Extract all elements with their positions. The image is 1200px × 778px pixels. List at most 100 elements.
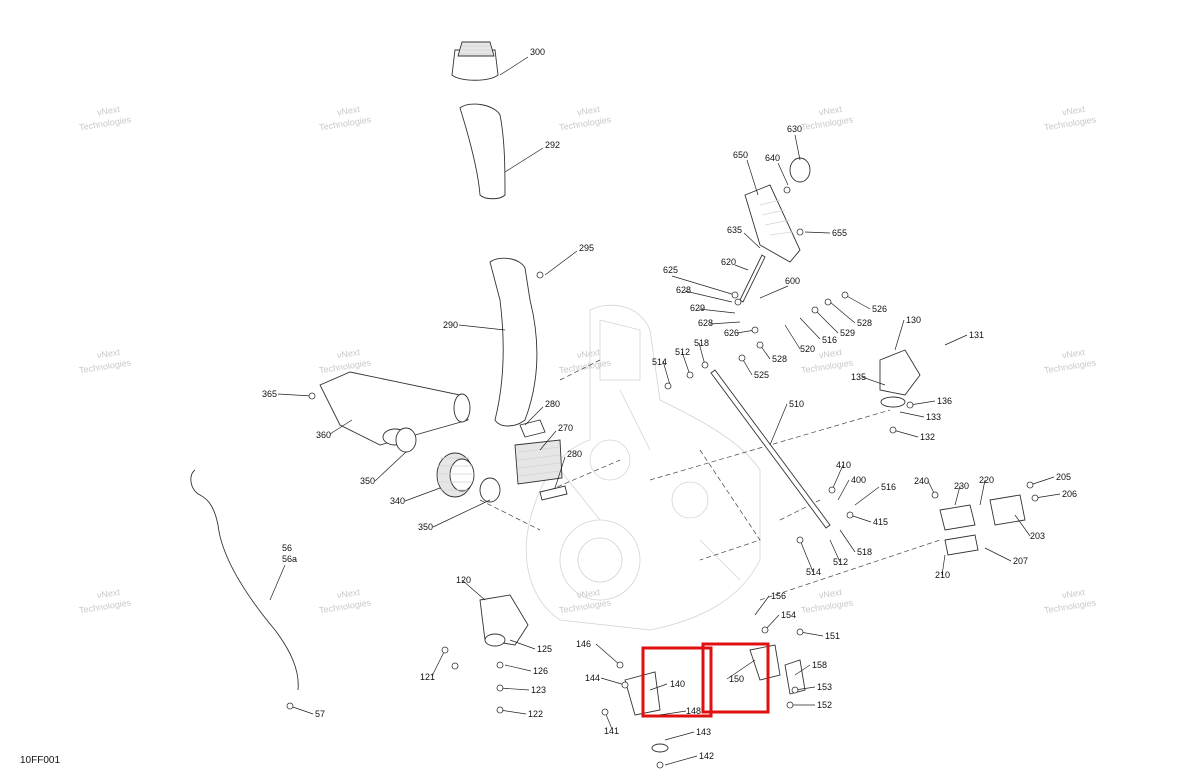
part-280-gasket xyxy=(519,419,546,438)
label-365: 365 xyxy=(262,389,277,399)
label-120: 120 xyxy=(456,575,471,585)
label-56a: 56a xyxy=(282,554,297,564)
part-510-rod xyxy=(710,369,831,529)
label-410: 410 xyxy=(836,460,851,470)
label-528: 528 xyxy=(857,318,872,328)
leader-lines xyxy=(269,56,1061,766)
svg-text:vNext: vNext xyxy=(576,587,601,601)
svg-text:vNext: vNext xyxy=(336,587,361,601)
svg-text:vNext: vNext xyxy=(96,347,121,361)
label-400: 400 xyxy=(851,475,866,485)
label-640: 640 xyxy=(765,153,780,163)
label-125: 125 xyxy=(537,644,552,654)
highlight-box-150 xyxy=(701,642,770,714)
label-518: 518 xyxy=(694,338,709,348)
svg-text:vNext: vNext xyxy=(818,347,843,361)
diagram-code: 10FF001 xyxy=(20,755,61,766)
svg-text:vNext: vNext xyxy=(1061,104,1086,118)
label-600: 600 xyxy=(785,276,800,286)
label-529: 529 xyxy=(840,328,855,338)
label-156: 156 xyxy=(771,591,786,601)
label-512: 512 xyxy=(833,557,848,567)
svg-text:Technologies: Technologies xyxy=(1043,114,1097,132)
label-151: 151 xyxy=(825,631,840,641)
label-629: 629 xyxy=(690,303,705,313)
label-140: 140 xyxy=(670,679,685,689)
part-130-bracket xyxy=(879,349,921,408)
label-210: 210 xyxy=(935,570,950,580)
svg-text:Technologies: Technologies xyxy=(318,597,372,615)
label-635: 635 xyxy=(727,225,742,235)
label-295: 295 xyxy=(579,243,594,253)
label-512: 512 xyxy=(675,347,690,357)
fastener-group xyxy=(286,186,1039,769)
svg-text:vNext: vNext xyxy=(818,104,843,118)
label-350: 350 xyxy=(360,476,375,486)
part-360-duct xyxy=(319,371,471,446)
label-270: 270 xyxy=(558,423,573,433)
label-207: 207 xyxy=(1013,556,1028,566)
svg-text:Technologies: Technologies xyxy=(800,597,854,615)
part-350-clamp xyxy=(395,427,417,453)
label-525: 525 xyxy=(754,370,769,380)
label-144: 144 xyxy=(585,673,600,683)
svg-text:Technologies: Technologies xyxy=(78,597,132,615)
label-628: 628 xyxy=(698,318,713,328)
svg-text:vNext: vNext xyxy=(336,104,361,118)
label-123: 123 xyxy=(531,685,546,695)
label-350: 350 xyxy=(418,522,433,532)
label-510: 510 xyxy=(789,399,804,409)
label-415: 415 xyxy=(873,517,888,527)
part-350-clamp xyxy=(479,477,501,503)
label-135: 135 xyxy=(851,372,866,382)
label-514: 514 xyxy=(806,567,821,577)
svg-text:vNext: vNext xyxy=(96,104,121,118)
label-154: 154 xyxy=(781,610,796,620)
part-150-bracket xyxy=(749,644,806,695)
label-130: 130 xyxy=(906,315,921,325)
label-141: 141 xyxy=(604,726,619,736)
svg-text:Technologies: Technologies xyxy=(558,114,612,132)
part-340-coupler xyxy=(436,452,475,498)
svg-text:Technologies: Technologies xyxy=(318,114,372,132)
svg-text:vNext: vNext xyxy=(818,587,843,601)
label-620: 620 xyxy=(721,257,736,267)
label-518: 518 xyxy=(857,547,872,557)
svg-text:vNext: vNext xyxy=(1061,347,1086,361)
part-630-knob xyxy=(789,157,811,183)
label-630: 630 xyxy=(787,124,802,134)
svg-text:vNext: vNext xyxy=(336,347,361,361)
svg-text:Technologies: Technologies xyxy=(800,357,854,375)
label-131: 131 xyxy=(969,330,984,340)
svg-text:Technologies: Technologies xyxy=(800,114,854,132)
highlight-box-140 xyxy=(641,646,713,718)
label-300: 300 xyxy=(530,47,545,57)
svg-text:vNext: vNext xyxy=(96,587,121,601)
part-650-bracket xyxy=(744,184,801,263)
label-133: 133 xyxy=(926,412,941,422)
label-56: 56 xyxy=(282,543,292,553)
label-526: 526 xyxy=(872,304,887,314)
label-142: 142 xyxy=(699,751,714,761)
part-300-cap xyxy=(451,41,499,81)
label-203: 203 xyxy=(1030,531,1045,541)
label-136: 136 xyxy=(937,396,952,406)
label-148: 148 xyxy=(686,706,701,716)
label-205: 205 xyxy=(1056,472,1071,482)
svg-text:vNext: vNext xyxy=(576,104,601,118)
part-270-reed-block xyxy=(514,439,563,485)
label-143: 143 xyxy=(696,727,711,737)
label-650: 650 xyxy=(733,150,748,160)
label-132: 132 xyxy=(920,432,935,442)
label-292: 292 xyxy=(545,140,560,150)
part-140-bracket xyxy=(624,671,669,753)
